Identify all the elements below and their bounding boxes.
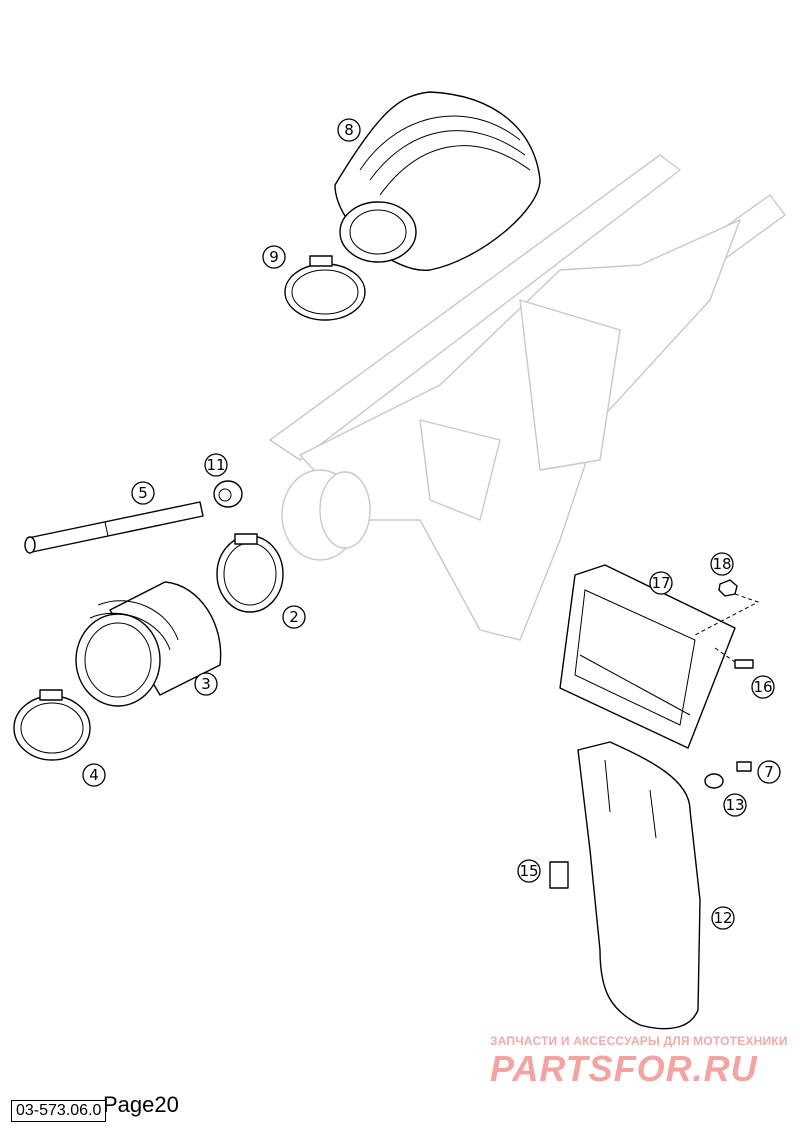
callout-8: 8 <box>337 118 361 142</box>
callout-3: 3 <box>194 672 218 696</box>
airbox-part-drawing <box>559 564 736 749</box>
callout-4: 4 <box>82 763 106 787</box>
air-filter-drawing <box>334 91 541 271</box>
svg-text:18: 18 <box>712 555 731 573</box>
clamp-4-drawing <box>13 689 91 761</box>
callout-18: 18 <box>710 552 734 576</box>
callout-13: 13 <box>723 793 747 817</box>
callout-12: 12 <box>711 906 735 930</box>
svg-text:15: 15 <box>519 862 538 880</box>
svg-text:4: 4 <box>89 766 99 784</box>
callout-5: 5 <box>131 481 155 505</box>
subframe-drawing <box>269 154 786 641</box>
callout-17: 17 <box>649 571 673 595</box>
svg-text:9: 9 <box>269 248 279 266</box>
svg-text:8: 8 <box>344 121 354 139</box>
hose-drawing <box>24 501 204 554</box>
page-label: Page20 <box>103 1092 179 1117</box>
callout-9: 9 <box>262 245 286 269</box>
document-code: 03-573.06.0 <box>11 1100 107 1122</box>
svg-text:12: 12 <box>713 909 732 927</box>
mudflap-drawing <box>577 741 701 1030</box>
watermark-logo: PARTSFOR.RU <box>490 1048 758 1089</box>
clamp-9-drawing <box>284 255 366 321</box>
nut-18-drawing <box>694 579 760 636</box>
svg-text:17: 17 <box>651 574 670 592</box>
svg-text:2: 2 <box>289 608 299 626</box>
svg-text:3: 3 <box>201 675 211 693</box>
callout-11: 11 <box>204 453 228 477</box>
grommet-drawing <box>213 480 243 508</box>
watermark-tagline: ЗАПЧАСТИ И АКСЕССУАРЫ ДЛЯ МОТОТЕХНИКИ <box>490 1034 788 1048</box>
svg-text:13: 13 <box>725 796 744 814</box>
screw-16-drawing <box>714 647 754 669</box>
callout-16: 16 <box>751 675 775 699</box>
svg-text:16: 16 <box>753 678 772 696</box>
callout-7: 7 <box>757 760 781 784</box>
svg-text:5: 5 <box>138 484 148 502</box>
rubber-sleeve-drawing <box>75 581 222 707</box>
clamp-2-drawing <box>216 533 284 613</box>
svg-text:11: 11 <box>206 456 225 474</box>
screw-7-drawing <box>704 761 752 789</box>
callout-15: 15 <box>517 859 541 883</box>
clip-15-drawing <box>549 861 569 889</box>
svg-text:7: 7 <box>764 763 774 781</box>
callout-2: 2 <box>282 605 306 629</box>
